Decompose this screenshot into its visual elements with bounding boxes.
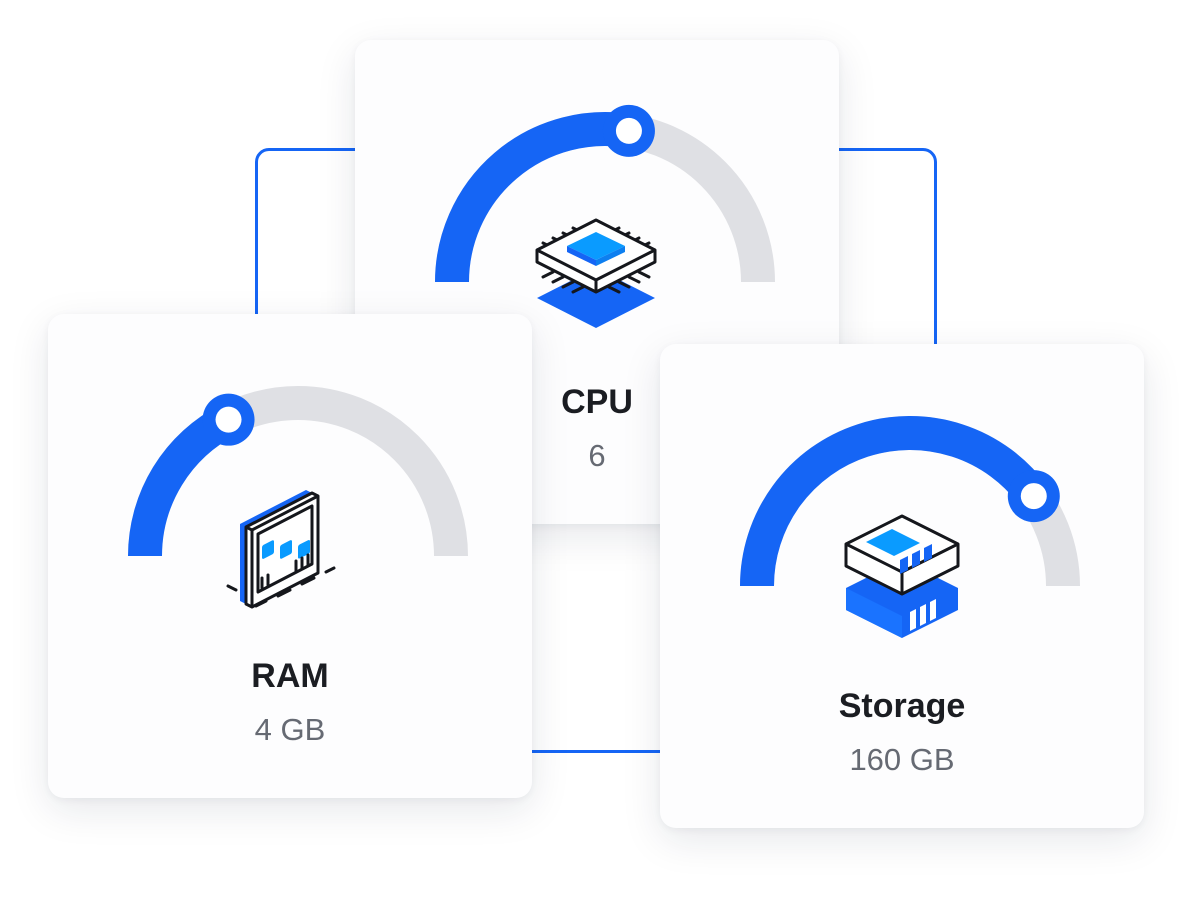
ram-label: RAM <box>251 657 329 695</box>
storage-gauge <box>740 416 1080 587</box>
gauge-knob-center <box>1020 483 1047 510</box>
gauge-knob-center <box>615 117 642 144</box>
gauge-fill <box>740 416 1048 587</box>
storage-label: Storage <box>838 687 966 725</box>
cpu-gauge <box>435 104 775 283</box>
gauge-fill <box>435 112 632 283</box>
ram-value: 4 GB <box>254 712 326 747</box>
cpu-label: CPU <box>561 383 633 421</box>
storage-card: Storage 160 GB <box>660 344 1144 828</box>
cpu-chip-icon <box>535 218 657 328</box>
ram-gauge <box>128 386 468 557</box>
storage-drive-icon <box>844 514 960 638</box>
storage-value: 160 GB <box>849 742 955 777</box>
cpu-value: 6 <box>588 438 606 473</box>
gauge-knob-center <box>215 406 242 433</box>
ram-module-icon <box>226 490 336 609</box>
ram-card: RAM 4 GB <box>48 314 532 798</box>
